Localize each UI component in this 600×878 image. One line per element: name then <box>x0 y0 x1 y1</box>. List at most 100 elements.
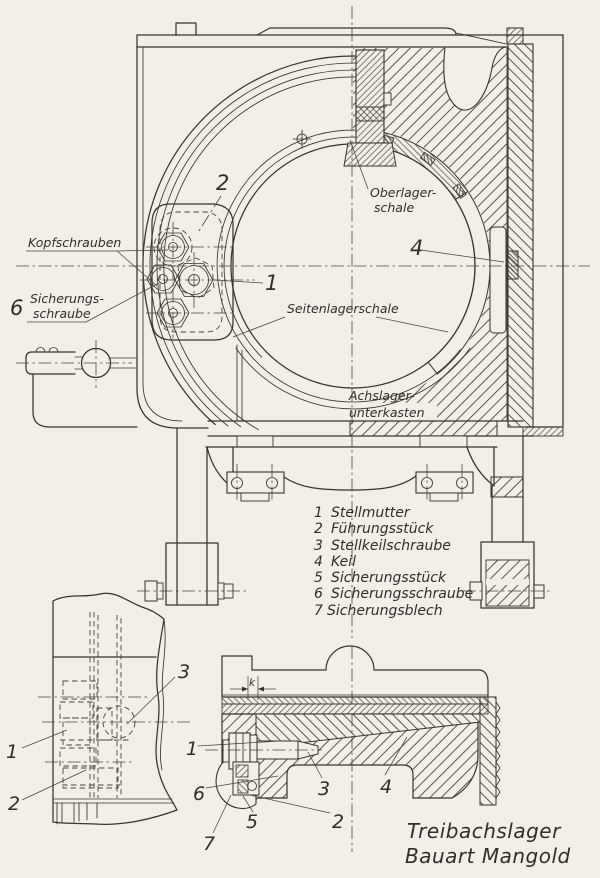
dr-leader-1 <box>197 740 281 747</box>
left-leg <box>137 427 247 606</box>
dr-leader-4 <box>384 736 408 776</box>
dr-leader-5 <box>242 795 254 813</box>
dl-callout-2: 2 <box>8 793 20 815</box>
callout-4: 4 <box>410 236 423 260</box>
legend: 1 Stellmutter 2 Führungsstück 3 Stellkeilsc… <box>314 505 473 619</box>
leader-oberlager <box>349 139 369 190</box>
dr-callout-7: 7 <box>203 833 215 855</box>
callout-6: 6 <box>10 296 23 320</box>
top-blockette <box>506 27 524 45</box>
hidden-lines <box>59 612 136 798</box>
legend-num-2: 2 <box>314 521 323 537</box>
leader-1 <box>213 279 264 284</box>
detail-view-left: 1 2 3 <box>6 592 192 825</box>
dl-callout-1: 1 <box>6 741 18 763</box>
dr-top-block <box>221 645 489 698</box>
dr-dimension-k: k <box>230 676 276 700</box>
main-view: Kopfschrauben 6 Sicherungs- schraube 2 1… <box>10 6 590 638</box>
right-leg <box>463 435 552 609</box>
legend-label-7: Sicherungsblech <box>327 603 443 619</box>
leader-seitenlager <box>232 316 449 338</box>
base-hatch <box>56 802 98 825</box>
label-kopfschrauben: Kopfschrauben <box>28 235 121 250</box>
leader-2 <box>196 195 222 235</box>
housing-rings <box>142 55 369 431</box>
legend-label-3: Stellkeilschraube <box>331 538 451 554</box>
dl-callout-3: 3 <box>178 661 190 683</box>
legend-label-6: Sicherungsschraube <box>331 586 473 602</box>
detail-view-right: k 1 6 5 2 7 3 4 <box>186 645 501 855</box>
shell-arc-2 <box>216 129 359 354</box>
legend-label-1: Stellmutter <box>331 505 411 521</box>
legend-label-4: Keil <box>331 554 356 570</box>
dr-callout-4: 4 <box>380 776 392 798</box>
spring-pocket <box>443 46 507 111</box>
label-sicherungs-2: schraube <box>33 306 91 321</box>
dr-leader-2 <box>249 794 331 814</box>
base-lines <box>52 798 175 804</box>
callout-1: 1 <box>265 271 278 295</box>
legend-num-7: 7 <box>314 603 323 619</box>
section-hatch-mass <box>353 48 507 421</box>
shell-arc-1 <box>223 136 358 358</box>
dr-strip-2 <box>221 703 489 715</box>
title-line-1: Treibachslager <box>407 819 562 843</box>
thrust-strip <box>489 226 507 334</box>
leader-sicherungsschraube <box>27 282 160 323</box>
title-block: Treibachslager Bauart Mangold <box>405 819 571 868</box>
pedestal <box>205 446 498 502</box>
dr-zigzag <box>495 701 501 799</box>
label-oberlager-2: schale <box>374 200 414 215</box>
dr-strip-1 <box>221 696 489 705</box>
pin-marker <box>292 129 312 149</box>
title-line-2: Bauart Mangold <box>405 844 571 868</box>
leader-kopfschrauben <box>26 249 169 287</box>
dr-callout-2: 2 <box>332 811 344 833</box>
detail-left-centerlines <box>38 696 192 763</box>
dr-callout-5: 5 <box>246 811 258 833</box>
bolt-pocket <box>140 203 255 341</box>
dr-callout-6: 6 <box>193 783 205 805</box>
callout-2: 2 <box>216 171 229 195</box>
dr-right-band <box>479 696 497 806</box>
seat-arc-2 <box>235 347 471 410</box>
label-seitenlagerschale: Seitenlagerschale <box>287 301 399 316</box>
bracket-arm <box>16 340 138 428</box>
legend-label-5: Sicherungsstück <box>331 570 447 586</box>
dr-lock-parts <box>232 761 260 796</box>
dim-k-label: k <box>249 677 256 689</box>
legend-num-4: 4 <box>314 554 323 570</box>
label-achslager-1: Achslager- <box>348 388 415 403</box>
label-oberlager-1: Oberlager- <box>370 185 437 200</box>
leader-4 <box>420 249 505 263</box>
legend-num-5: 5 <box>314 570 323 586</box>
lower-casing <box>207 344 534 448</box>
torn-inner <box>160 618 166 771</box>
seat-arc-1 <box>245 349 461 403</box>
legend-num-1: 1 <box>314 505 323 521</box>
legend-label-2: Führungsstück <box>331 521 434 537</box>
dl-leader-3 <box>126 676 176 725</box>
label-sicherungs-1: Sicherungs- <box>30 291 104 306</box>
dr-callout-3: 3 <box>318 778 330 800</box>
dr-leader-7 <box>212 794 232 834</box>
side-plate-section <box>507 43 534 428</box>
stellkeil-block <box>343 49 397 167</box>
main-labels: Kopfschrauben 6 Sicherungs- schraube 2 1… <box>10 139 505 420</box>
legend-num-6: 6 <box>314 586 323 602</box>
dr-callout-1: 1 <box>186 738 198 760</box>
dl-leader-2 <box>21 769 87 801</box>
torn-outline <box>52 592 178 825</box>
dr-leader-6 <box>205 775 279 789</box>
legend-num-3: 3 <box>314 538 323 554</box>
dr-leader-3 <box>307 751 323 779</box>
label-achslager-2: unterkasten <box>349 405 425 420</box>
